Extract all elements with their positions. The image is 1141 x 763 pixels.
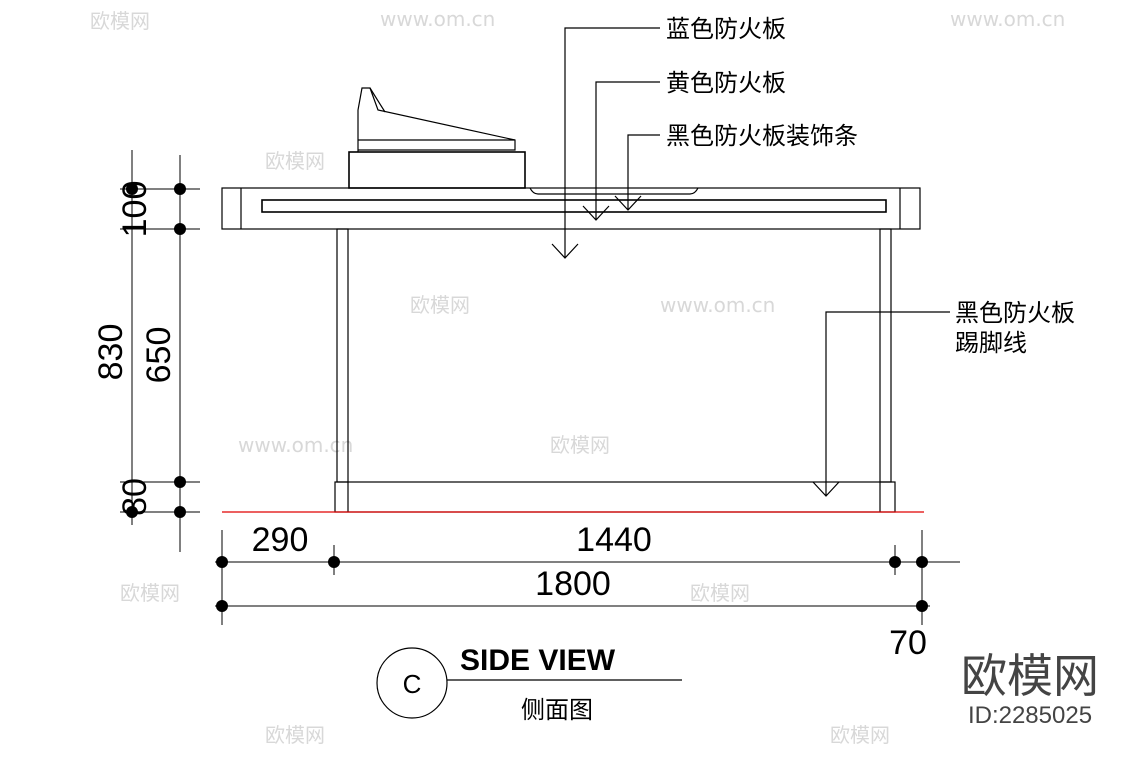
- watermark-text: 欧模网: [120, 581, 180, 605]
- title-english: SIDE VIEW: [460, 644, 616, 677]
- callout-black-trim: 黑色防火板装饰条: [666, 122, 858, 150]
- title-chinese: 侧面图: [521, 696, 593, 724]
- cash-register: [348, 87, 526, 189]
- watermark-text: 欧模网: [265, 723, 325, 747]
- watermark-text: 欧模网: [690, 581, 750, 605]
- kick-board: [334, 481, 896, 513]
- callout-leaders: [551, 27, 950, 497]
- counter-top: [221, 187, 921, 230]
- dim-top-label: 100: [116, 181, 154, 238]
- watermark-text: 欧模网: [830, 723, 890, 747]
- callout-kick-board-line1: 黑色防火板: [955, 299, 1075, 327]
- watermark-brand: 欧模网: [961, 649, 1099, 703]
- dim-right-label: 70: [889, 624, 927, 662]
- dim-total-width-label: 1800: [535, 565, 611, 603]
- brand-watermark: 欧模网 ID:2285025: [961, 649, 1099, 729]
- watermark-text: 欧模网: [550, 433, 610, 457]
- watermark-text: 欧模网: [90, 9, 150, 33]
- horizontal-dimensions: 290 1440 1800 70: [215, 521, 960, 662]
- view-marker-circle: [376, 647, 448, 719]
- dim-middle-label: 650: [140, 327, 178, 384]
- watermark-text: 欧模网: [410, 293, 470, 317]
- title-block: C SIDE VIEW 侧面图: [376, 644, 682, 724]
- callout-kick-board-line2: 踢脚线: [955, 329, 1027, 357]
- watermark-text: www.om.cn: [950, 7, 1065, 31]
- callout-blue-panel: 蓝色防火板: [666, 15, 786, 43]
- counter-legs: [336, 228, 892, 483]
- watermark-text: www.om.cn: [380, 7, 495, 31]
- background-watermarks: 欧模网 www.om.cn www.om.cn 欧模网 欧模网 www.om.c…: [90, 7, 1065, 747]
- callout-yellow-panel: 黄色防火板: [666, 69, 786, 97]
- dim-left-label: 290: [252, 521, 309, 559]
- watermark-text: www.om.cn: [238, 433, 353, 457]
- dim-total-height-label: 830: [92, 324, 130, 381]
- dim-bottom-label: 80: [116, 478, 154, 516]
- dim-middle-width-label: 1440: [576, 521, 652, 559]
- view-marker-letter: C: [403, 669, 422, 699]
- watermark-text: www.om.cn: [660, 293, 775, 317]
- watermark-id: ID:2285025: [968, 702, 1092, 729]
- watermark-text: 欧模网: [265, 149, 325, 173]
- vertical-dimensions: 100 830 650 80: [92, 150, 200, 552]
